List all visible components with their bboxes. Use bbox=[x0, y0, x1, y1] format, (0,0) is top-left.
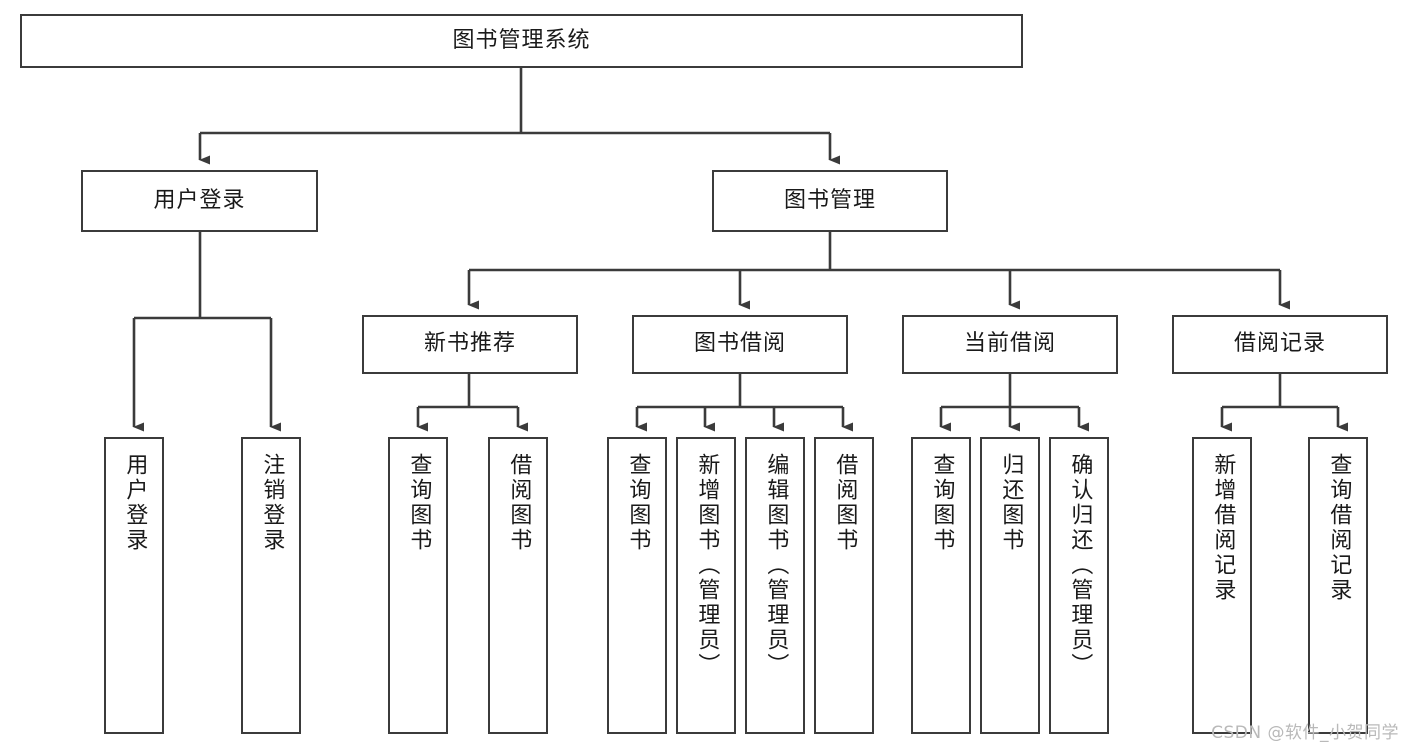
leaf-add-borrow-record[interactable]: 新增借阅记录 bbox=[1192, 437, 1252, 734]
node-label: 编辑图书（管理员） bbox=[763, 453, 789, 678]
node-label: 新增借阅记录 bbox=[1210, 453, 1236, 603]
node-label: 借阅图书 bbox=[832, 453, 858, 553]
node-label: 查询图书 bbox=[625, 453, 651, 553]
leaf-query-borrow-record[interactable]: 查询借阅记录 bbox=[1308, 437, 1368, 734]
node-label: 查询图书 bbox=[406, 453, 432, 553]
node-label: 查询借阅记录 bbox=[1326, 453, 1352, 603]
node-label: 当前借阅 bbox=[963, 331, 1056, 357]
node-new-book-recommendation[interactable]: 新书推荐 bbox=[362, 315, 578, 374]
leaf-user-login[interactable]: 用户登录 bbox=[104, 437, 164, 734]
node-label: 借阅图书 bbox=[506, 453, 532, 553]
node-label: 注销登录 bbox=[259, 453, 285, 553]
node-label: 图书借阅 bbox=[693, 331, 786, 357]
node-label: 用户登录 bbox=[122, 453, 148, 553]
node-label: 新书推荐 bbox=[423, 331, 516, 357]
node-label: 确认归还（管理员） bbox=[1067, 453, 1093, 678]
node-label: 图书管理 bbox=[783, 187, 876, 213]
node-label: 用户登录 bbox=[153, 187, 246, 213]
leaf-query-books-current[interactable]: 查询图书 bbox=[911, 437, 971, 734]
node-book-borrowing[interactable]: 图书借阅 bbox=[632, 315, 848, 374]
node-current-borrowing[interactable]: 当前借阅 bbox=[902, 315, 1118, 374]
node-root-library-management-system[interactable]: 图书管理系统 bbox=[20, 14, 1023, 68]
leaf-edit-book-admin[interactable]: 编辑图书（管理员） bbox=[745, 437, 805, 734]
leaf-borrow-books-recommendation[interactable]: 借阅图书 bbox=[488, 437, 548, 734]
node-label: 图书管理系统 bbox=[452, 27, 591, 53]
node-label: 新增图书（管理员） bbox=[694, 453, 720, 678]
leaf-query-books-recommendation[interactable]: 查询图书 bbox=[388, 437, 448, 734]
leaf-return-books[interactable]: 归还图书 bbox=[980, 437, 1040, 734]
node-borrow-records[interactable]: 借阅记录 bbox=[1172, 315, 1388, 374]
leaf-logout[interactable]: 注销登录 bbox=[241, 437, 301, 734]
node-user-login[interactable]: 用户登录 bbox=[81, 170, 318, 232]
leaf-add-book-admin[interactable]: 新增图书（管理员） bbox=[676, 437, 736, 734]
node-label: 借阅记录 bbox=[1233, 331, 1326, 357]
node-label: 查询图书 bbox=[929, 453, 955, 553]
leaf-confirm-return-admin[interactable]: 确认归还（管理员） bbox=[1049, 437, 1109, 734]
leaf-borrow-books-borrowing[interactable]: 借阅图书 bbox=[814, 437, 874, 734]
leaf-query-books-borrowing[interactable]: 查询图书 bbox=[607, 437, 667, 734]
node-book-management[interactable]: 图书管理 bbox=[712, 170, 948, 232]
node-label: 归还图书 bbox=[998, 453, 1024, 553]
